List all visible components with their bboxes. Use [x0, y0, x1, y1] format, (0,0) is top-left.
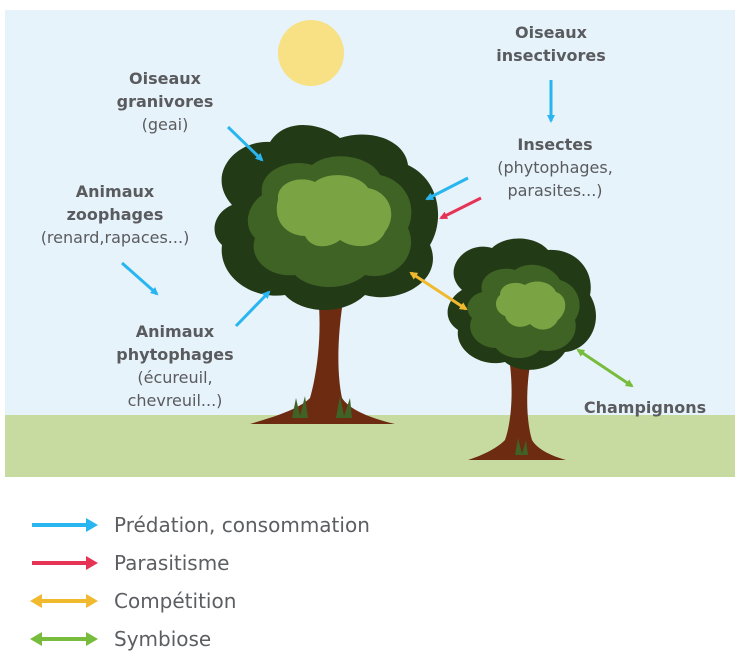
symbiosis-arrow-champignons [576, 348, 634, 388]
legend-item-symbiosis: Symbiose [28, 620, 370, 658]
label-oiseaux-granivores: Oiseaux granivores (geai) [100, 67, 230, 136]
legend-item-competition: Compétition [28, 582, 370, 620]
grass-tuft [515, 438, 528, 455]
label-detail: chevreuil...) [127, 391, 223, 410]
legend-item-predation: Prédation, consommation [28, 506, 370, 544]
ground [5, 415, 735, 477]
label-title-line: phytophages [116, 345, 234, 364]
legend-arrow-parasitism-icon [32, 556, 98, 570]
label-title-line: Animaux [135, 322, 215, 341]
label-title-line: granivores [116, 92, 214, 111]
label-detail: (geai) [141, 115, 189, 134]
scene [5, 10, 735, 477]
legend-arrow-predation-icon [32, 518, 98, 532]
label-detail: (renard,rapaces...) [40, 228, 190, 247]
label-insectes: Insectes (phytophages, parasites...) [480, 133, 630, 202]
grass-tuft [292, 396, 308, 418]
label-title-line: zoophages [66, 205, 164, 224]
big-tree-trunk [250, 295, 395, 424]
label-champignons: Champignons [570, 396, 720, 419]
small-tree-trunk [468, 365, 566, 460]
legend-label: Compétition [114, 589, 237, 613]
legend-label: Prédation, consommation [114, 513, 370, 537]
label-detail: (écureuil, [137, 368, 213, 387]
parasitism-arrow-insectes [439, 196, 482, 220]
label-title-line: Animaux [75, 182, 155, 201]
sun [278, 20, 344, 86]
legend-item-parasitism: Parasitisme [28, 544, 370, 582]
label-title-line: Oiseaux [129, 69, 201, 88]
label-detail: parasites...) [507, 181, 603, 200]
legend-label: Parasitisme [114, 551, 230, 575]
legend-arrow-symbiosis-icon [30, 632, 98, 646]
label-title-line: Insectes [517, 135, 593, 154]
label-detail: (phytophages, [497, 158, 613, 177]
grass-tuft [336, 396, 352, 418]
label-title-line: Oiseaux [515, 23, 587, 42]
predation-arrow-phytophages [234, 290, 271, 328]
label-oiseaux-insectivores: Oiseaux insectivores [486, 21, 616, 67]
legend-arrow-competition-icon [30, 594, 98, 608]
label-animaux-phytophages: Animaux phytophages (écureuil, chevreuil… [105, 320, 245, 412]
small-tree-foliage-light [495, 281, 566, 330]
label-title-line: Champignons [583, 398, 707, 417]
predation-arrow-insectes [425, 176, 469, 201]
predation-arrow-zoophages [121, 261, 159, 296]
big-tree-foliage-light [276, 175, 392, 247]
predation-arrow-granivores [226, 125, 264, 162]
legend-label: Symbiose [114, 627, 212, 651]
label-animaux-zoophages: Animaux zoophages (renard,rapaces...) [20, 180, 210, 249]
label-title-line: insectivores [496, 46, 606, 65]
legend: Prédation, consommation Parasitisme Comp… [28, 506, 370, 658]
competition-arrow-trees [409, 271, 468, 311]
